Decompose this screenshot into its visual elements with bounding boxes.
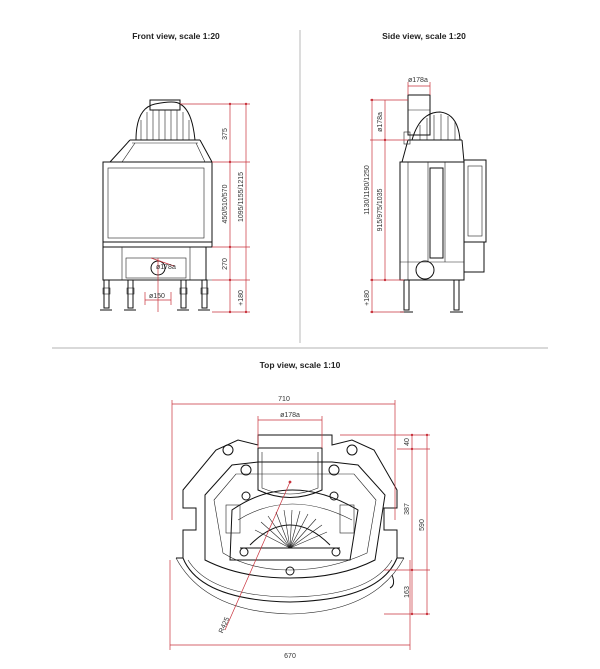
front-dimensions [144,102,250,314]
top-view-title: Top view, scale 1:10 [260,360,341,370]
side-flue-top-label: ø178a [408,77,428,84]
top-flue [257,447,323,498]
side-view-title: Side view, scale 1:20 [382,31,466,41]
side-dim-overall: 1130/1190/1250 [364,165,371,215]
front-legs [100,279,210,311]
top-dim-387: 387 [404,503,411,515]
top-dim-40: 40 [404,438,411,446]
side-hood [401,111,465,163]
top-flue-label: ø178a [280,412,300,419]
top-dimensions [169,400,430,650]
front-dim-270: 270 [222,258,229,270]
front-view-title: Front view, scale 1:20 [132,31,220,41]
top-outline [175,434,405,615]
top-view: Top view, scale 1:10 [169,360,430,660]
side-dim-180: +180 [364,290,371,306]
front-dim-375: 375 [222,128,229,140]
top-fixtures [222,444,395,589]
side-body [399,159,487,281]
side-flue [403,94,431,145]
front-inlet-label: ø150 [149,293,165,300]
front-dim-180: +180 [238,290,245,306]
top-dim-163: 163 [404,586,411,598]
front-dim-450-510-570: 450/510/570 [222,184,229,223]
top-grate [240,509,340,549]
side-dimensions [370,82,431,314]
top-firebox [204,461,386,579]
front-flue-label: ø178a [156,264,176,271]
front-view: Front view, scale 1:20 [100,31,250,314]
top-dim-r425: R425 [218,616,231,634]
side-legs [400,279,463,313]
side-view: Side view, scale 1:20 [364,31,487,314]
top-dim-590: 590 [419,519,426,531]
side-dim-body: 915/975/1035 [377,188,384,231]
front-body [102,161,213,281]
top-dim-710: 710 [278,396,290,403]
side-flue-side-label: ø178a [377,112,384,132]
top-dim-670: 670 [284,653,296,660]
front-hood [109,99,213,163]
front-dim-overall: 1095/1155/1215 [238,172,245,222]
